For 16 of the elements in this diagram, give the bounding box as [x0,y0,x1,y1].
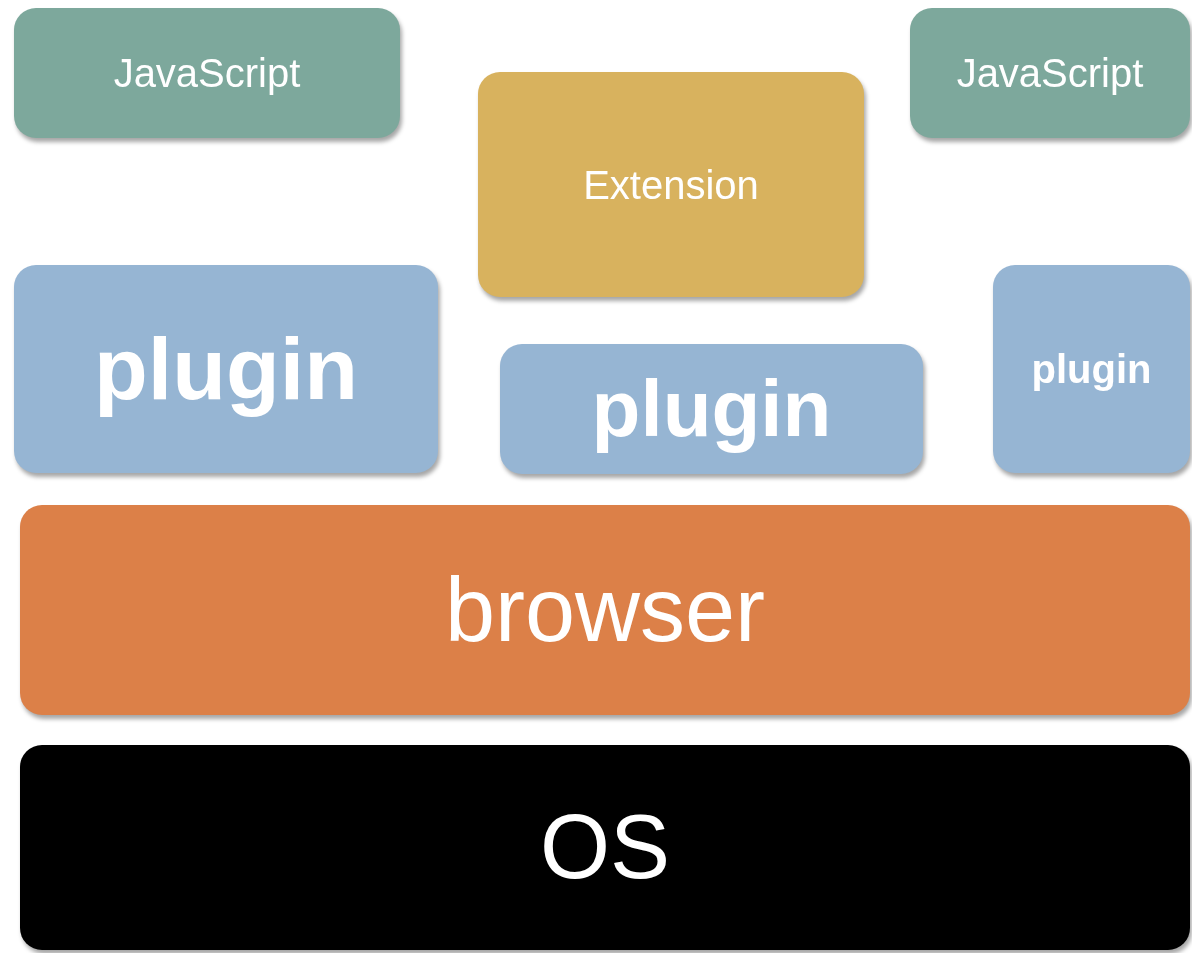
layer-box [910,8,1190,138]
layer-label: plugin [591,365,832,453]
layer-label: plugin [94,320,358,418]
layer-box [478,72,864,297]
layer-label: browser [444,560,766,660]
layer-bar [20,505,1190,715]
layer-box [14,8,400,138]
layer-label: JavaScript [956,51,1144,95]
layer-label: plugin [1031,347,1152,391]
layer-label: JavaScript [113,51,301,95]
layer-box [14,265,438,473]
layer-bar [20,745,1190,950]
layer-label: Extension [583,162,759,207]
layer-box [500,344,923,474]
layer-box [993,265,1190,473]
layer-label: OS [539,798,670,897]
